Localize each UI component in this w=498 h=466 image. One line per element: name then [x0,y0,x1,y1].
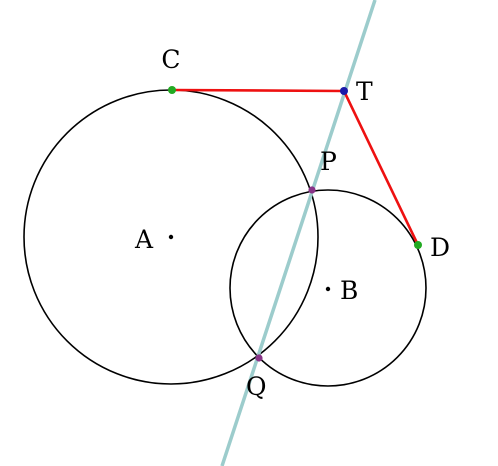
point-t [340,87,348,95]
segment-ct [170,88,346,93]
label-q: Q [246,372,267,401]
segment-td [342,89,420,247]
center-a-dot [168,234,174,240]
line-pq [220,0,377,466]
point-c [168,86,176,94]
label-p: P [320,147,337,176]
circle-b [229,189,427,387]
label-d: D [430,233,450,262]
label-b: B [340,276,358,305]
center-b-dot [325,286,331,292]
point-q [255,354,263,362]
label-t: T [356,77,373,106]
point-d [414,241,422,249]
label-c: C [161,45,180,74]
label-a: A [134,225,154,254]
point-p [308,186,316,194]
